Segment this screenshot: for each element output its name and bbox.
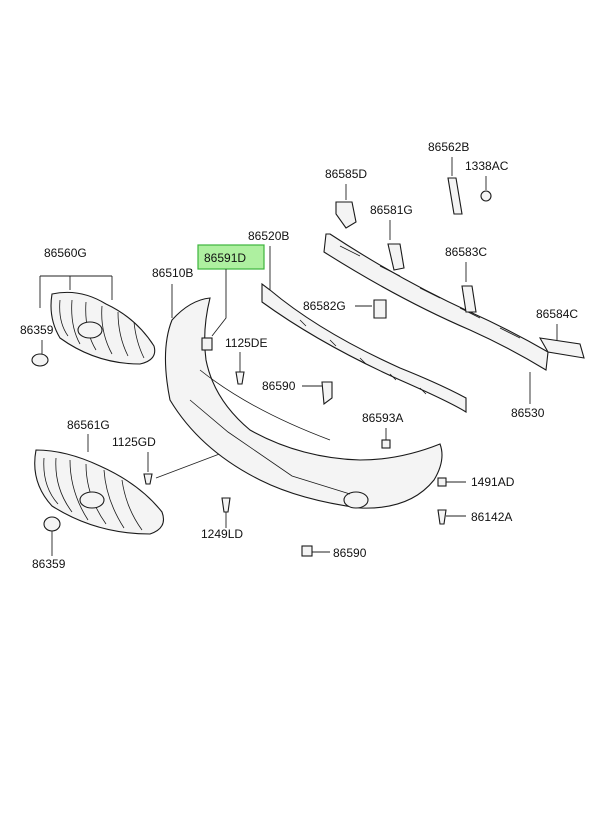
label-86585D: 86585D <box>325 167 367 181</box>
nut-1338AC <box>480 190 492 202</box>
bracket-86582G <box>373 299 387 319</box>
label-86359-bottom: 86359 <box>32 557 66 571</box>
screw-1249LD <box>221 497 231 513</box>
emblem-top <box>31 353 49 367</box>
label-86581G: 86581G <box>370 203 413 217</box>
label-86142A: 86142A <box>471 510 512 524</box>
retainer-86591D <box>201 337 213 351</box>
label-86359-top: 86359 <box>20 323 54 337</box>
label-1491AD: 1491AD <box>471 475 515 489</box>
label-86590-lower: 86590 <box>333 546 367 560</box>
label-86582G: 86582G <box>303 299 346 313</box>
highlight-86591D[interactable]: 86591D <box>197 244 265 270</box>
label-86510B: 86510B <box>152 266 193 280</box>
label-86584C: 86584C <box>536 307 578 321</box>
bumper-cover <box>164 297 443 509</box>
grille-lower <box>34 449 165 535</box>
reinforcement-beam <box>323 233 549 371</box>
label-1125DE: 1125DE <box>225 336 267 350</box>
screw-1125DE <box>235 371 245 385</box>
label-1249LD: 1249LD <box>201 527 243 541</box>
label-86560G: 86560G <box>44 246 87 260</box>
highlight-box <box>197 244 265 270</box>
energy-absorber <box>261 282 467 413</box>
nut-1491AD <box>437 477 447 487</box>
bracket-86585D <box>335 201 357 229</box>
bracket-86581G <box>387 243 405 271</box>
label-86583C: 86583C <box>445 245 487 259</box>
bolt-86142A <box>437 509 447 525</box>
label-86591D: 86591D <box>204 251 246 265</box>
bracket-86562B <box>447 177 463 215</box>
label-86590-upper: 86590 <box>262 379 296 393</box>
clip-86590-upper <box>321 381 333 406</box>
label-86562B: 86562B <box>428 140 469 154</box>
grille-upper <box>50 291 156 365</box>
label-1338AC: 1338AC <box>465 159 509 173</box>
emblem-bottom <box>43 516 61 532</box>
label-86561G: 86561G <box>67 418 110 432</box>
label-86520B: 86520B <box>248 229 289 243</box>
label-1125GD: 1125GD <box>112 435 156 449</box>
bracket-86583C <box>461 285 477 313</box>
label-86593A: 86593A <box>362 411 403 425</box>
label-86530: 86530 <box>511 406 545 420</box>
bracket-86584C <box>538 337 585 359</box>
screw-1125GD <box>143 473 153 485</box>
clip-86590-lower <box>301 545 313 557</box>
leader-lines <box>39 157 558 556</box>
clip-86593A <box>381 439 391 449</box>
